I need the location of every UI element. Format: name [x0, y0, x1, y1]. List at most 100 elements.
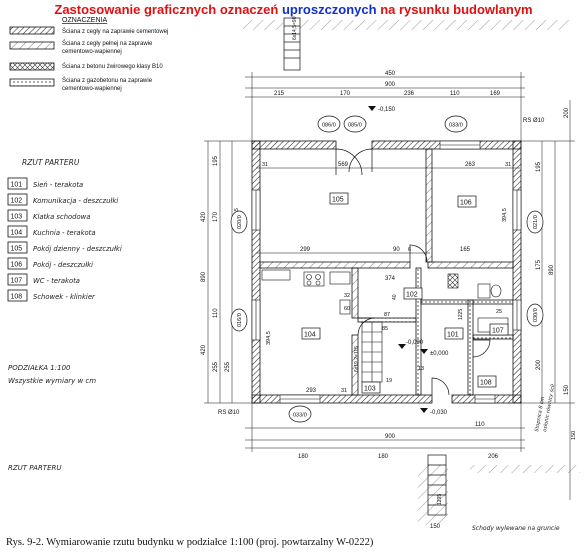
stairwell: [361, 321, 383, 385]
level-mark: ±0,000: [420, 349, 449, 357]
svg-text:086/0: 086/0: [322, 123, 336, 129]
svg-text:103: 103: [364, 386, 376, 393]
legend-swatch-concrete: [9, 62, 55, 71]
dim-label: 13: [418, 366, 424, 372]
room-number: 101: [11, 182, 23, 189]
legend-item: Ściana z cegły pełnej na zaprawie: [62, 39, 153, 47]
dim-label: 40: [392, 294, 398, 300]
room-list-row: 103 Klatka schodowa: [7, 209, 90, 222]
dim-label: 6x19,2=115: [354, 346, 360, 372]
dim-label: 31: [505, 162, 511, 168]
dim-label: 890: [201, 271, 207, 282]
units-note: Wszystkie wymiary w cm: [8, 377, 96, 385]
svg-text:020/0: 020/0: [237, 215, 243, 229]
dim-label: 255: [225, 361, 231, 372]
legend-swatch-cement-brick: [9, 26, 55, 35]
room-number: 105: [11, 246, 23, 253]
room-list-heading: RZUT PARTERU: [22, 158, 80, 167]
dim-label: 200: [564, 107, 570, 118]
room-number: 106: [11, 262, 23, 269]
level-mark: -0,150: [368, 106, 396, 113]
dim-label: 31: [262, 162, 268, 168]
dim-label: 195: [536, 161, 542, 172]
dim-label: 420: [201, 344, 207, 355]
svg-text:107: 107: [492, 328, 504, 335]
bottom-plan-label: RZUT PARTERU: [8, 464, 62, 472]
dim-label: 180: [298, 454, 309, 460]
ground-hatch: [243, 20, 283, 30]
room-number: 103: [11, 214, 23, 221]
dim-label: 19: [386, 378, 392, 384]
room-list: RZUT PARTERU 101 Sień - terakota 102 Kom…: [7, 158, 122, 302]
rs-label: RS Ø10: [218, 410, 240, 416]
room-tag-105: 105: [329, 192, 349, 205]
dim-label: 85: [382, 326, 388, 332]
room-tag-103: 103: [361, 381, 381, 394]
window-tag: 016/0: [230, 308, 248, 332]
room-number: 102: [11, 198, 23, 205]
dim-label: 900: [385, 434, 396, 440]
dim-label: 170: [340, 91, 351, 97]
room-tag-101: 101: [444, 327, 464, 340]
room-name: Sień - terakota: [33, 181, 83, 189]
legend: OZNACZENIA Ściana z cegły na zaprawie ce…: [9, 17, 168, 92]
building-walls: [251, 140, 522, 404]
dim-label: 175: [536, 259, 542, 270]
dim-label: 6: [408, 247, 411, 253]
dim-label: 1225: [458, 309, 464, 320]
legend-heading: OZNACZENIA: [62, 17, 107, 24]
room-name: Komunikacja - deszczułki: [33, 197, 118, 205]
room-list-row: 104 Kuchnia - terakota: [7, 225, 96, 238]
dim-label: 87: [384, 312, 390, 318]
room-name: Kuchnia - terakota: [33, 229, 96, 237]
window-tag: 086/0: [317, 115, 341, 133]
svg-text:033/0: 033/0: [449, 123, 463, 129]
dim-label: 31: [341, 388, 347, 394]
room-name: Pokój dzienny - deszczułki: [33, 245, 122, 253]
stairs-note: Schody wylewane na gruncie: [472, 525, 560, 532]
dim-label: 569: [338, 162, 349, 168]
room-number: 107: [11, 278, 23, 285]
dim-label: 394,5: [266, 331, 272, 345]
window-tag: 085/0: [343, 115, 367, 133]
dim-label: 293: [306, 388, 317, 394]
chimney: [447, 273, 459, 289]
legend-item: Ściana z betonu żwirowego klasy B10: [62, 62, 163, 70]
svg-text:101: 101: [447, 332, 459, 339]
svg-text:±0,000: ±0,000: [430, 351, 449, 357]
svg-text:108: 108: [480, 380, 492, 387]
dim-label: 110: [450, 91, 460, 97]
dimension-lines: [204, 72, 575, 500]
ground-hatch: [300, 20, 570, 30]
dim-label: 206: [488, 454, 499, 460]
svg-text:-0,030: -0,030: [430, 410, 448, 416]
dim-label: 299: [300, 247, 311, 253]
level-mark: -0,030: [420, 408, 448, 416]
legend-swatch-aerated-concrete: [9, 78, 55, 87]
dim-label: 150: [564, 384, 570, 395]
svg-text:030/0: 030/0: [533, 308, 539, 322]
room-name: WC - terakota: [33, 277, 80, 285]
svg-text:102: 102: [406, 292, 418, 299]
svg-text:016/0: 016/0: [237, 313, 243, 327]
dim-label: 215: [274, 91, 285, 97]
legend-item: cementowo-wapiennej: [62, 49, 122, 55]
room-list-row: 105 Pokój dzienny - deszczułki: [7, 241, 122, 254]
room-tag-107: 107: [489, 323, 509, 336]
svg-text:033/0: 033/0: [293, 413, 307, 419]
room-tag-106: 106: [457, 195, 477, 208]
stairs-dimension: 1295: [437, 494, 443, 505]
room-number: 108: [11, 294, 23, 301]
room-list-row: 107 WC - terakota: [7, 273, 80, 286]
svg-text:085/0: 085/0: [348, 123, 362, 129]
dim-label: 450: [385, 71, 396, 77]
dim-label: 150: [571, 431, 577, 440]
room-list-row: 106 Pokój - deszczułki: [7, 257, 93, 270]
room-name: Schowek - klinkier: [33, 293, 96, 301]
dim-label: 900: [385, 82, 396, 88]
room-number: 104: [11, 230, 23, 237]
figure-caption: Rys. 9-2. Wymiarowanie rzutu budynku w p…: [6, 537, 374, 548]
dim-label: 110: [475, 422, 485, 428]
window-tag: 020/0: [230, 210, 248, 234]
